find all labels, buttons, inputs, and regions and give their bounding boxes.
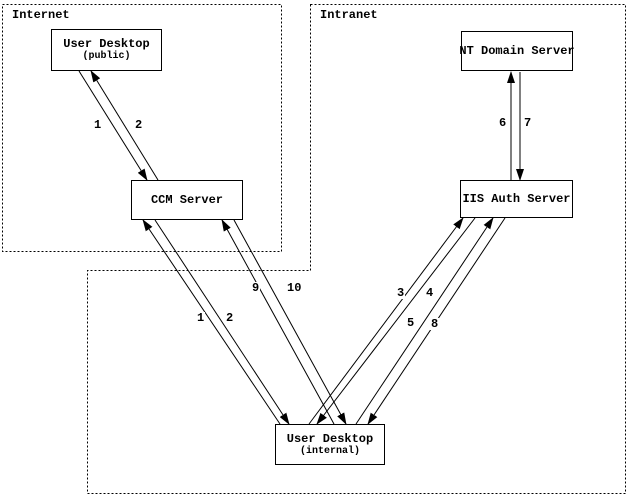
node-title: NT Domain Server bbox=[459, 43, 575, 58]
flow-number-label: 1 bbox=[93, 118, 103, 132]
node-ccm-server: CCM Server bbox=[131, 180, 243, 220]
flow-number-label: 3 bbox=[396, 286, 406, 300]
flow-number-label: 8 bbox=[430, 317, 440, 331]
flow-arrow-5-user-desktop-internal-to-iis-auth-server bbox=[355, 217, 494, 425]
flow-arrow-2-ccm-server-to-user-desktop-internal bbox=[154, 219, 290, 425]
flow-arrow-2-ccm-server-to-user-desktop-public bbox=[90, 70, 159, 181]
flow-number-label: 4 bbox=[425, 286, 435, 300]
flow-number-label: 1 bbox=[196, 311, 206, 325]
flow-arrow-9-user-desktop-internal-to-ccm-server bbox=[221, 219, 335, 425]
node-title: IIS Auth Server bbox=[462, 191, 571, 206]
node-nt-domain-server: NT Domain Server bbox=[459, 31, 575, 71]
node-title: CCM Server bbox=[150, 192, 223, 207]
flow-number-label: 7 bbox=[523, 116, 533, 130]
internet-zone-label: Internet bbox=[12, 8, 70, 22]
node-iis-auth-server: IIS Auth Server bbox=[460, 180, 573, 218]
node-title: User Desktop bbox=[286, 431, 374, 446]
flow-number-label: 5 bbox=[406, 316, 416, 330]
node-user-desktop-internal: User Desktop (internal) bbox=[275, 424, 385, 465]
node-subtitle: (public) bbox=[82, 51, 131, 62]
internet-zone-outline bbox=[2, 4, 282, 252]
intranet-zone-label: Intranet bbox=[320, 8, 378, 22]
intranet-zone-outline bbox=[87, 4, 626, 494]
node-subtitle: (internal) bbox=[299, 445, 360, 457]
flow-arrow-3-user-desktop-internal-to-iis-auth-server bbox=[308, 217, 464, 425]
flow-number-label: 2 bbox=[134, 118, 144, 132]
flow-number-label: 2 bbox=[225, 311, 235, 325]
flow-arrow-10-ccm-server-to-user-desktop-internal bbox=[233, 219, 347, 425]
node-title: User Desktop bbox=[63, 37, 150, 51]
flow-number-label: 6 bbox=[498, 116, 508, 130]
flow-arrow-1-user-desktop-internal-to-ccm-server bbox=[142, 219, 281, 425]
connections-layer bbox=[78, 70, 524, 425]
flow-number-label: 10 bbox=[286, 281, 303, 295]
node-user-desktop-public: User Desktop (public) bbox=[51, 29, 162, 71]
flow-arrow-4-iis-auth-server-to-user-desktop-internal bbox=[316, 217, 476, 425]
flow-number-label: 9 bbox=[251, 281, 261, 295]
flow-arrow-1-user-desktop-public-to-ccm-server bbox=[78, 70, 148, 181]
